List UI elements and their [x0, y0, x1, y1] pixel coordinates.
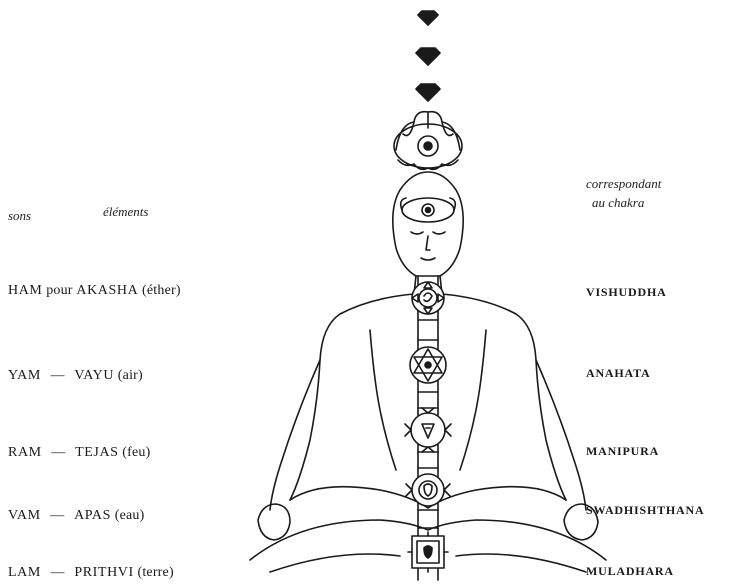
anahata-chakra-icon — [410, 347, 446, 383]
arms-outline — [258, 360, 598, 540]
vishuddha-chakra-icon — [412, 282, 444, 314]
head-outline — [393, 172, 463, 294]
crown-lotus-icon — [394, 112, 462, 170]
torso-outline — [290, 294, 566, 500]
muladhara-chakra-icon — [408, 532, 448, 572]
upper-diamond-icon — [416, 48, 440, 65]
upper-diamond-icon — [416, 84, 440, 101]
swadhishthana-chakra-icon — [406, 474, 450, 506]
ajna-chakra-icon — [401, 198, 456, 222]
manipura-chakra-icon — [405, 408, 451, 452]
upper-diamond-icon — [418, 11, 438, 25]
